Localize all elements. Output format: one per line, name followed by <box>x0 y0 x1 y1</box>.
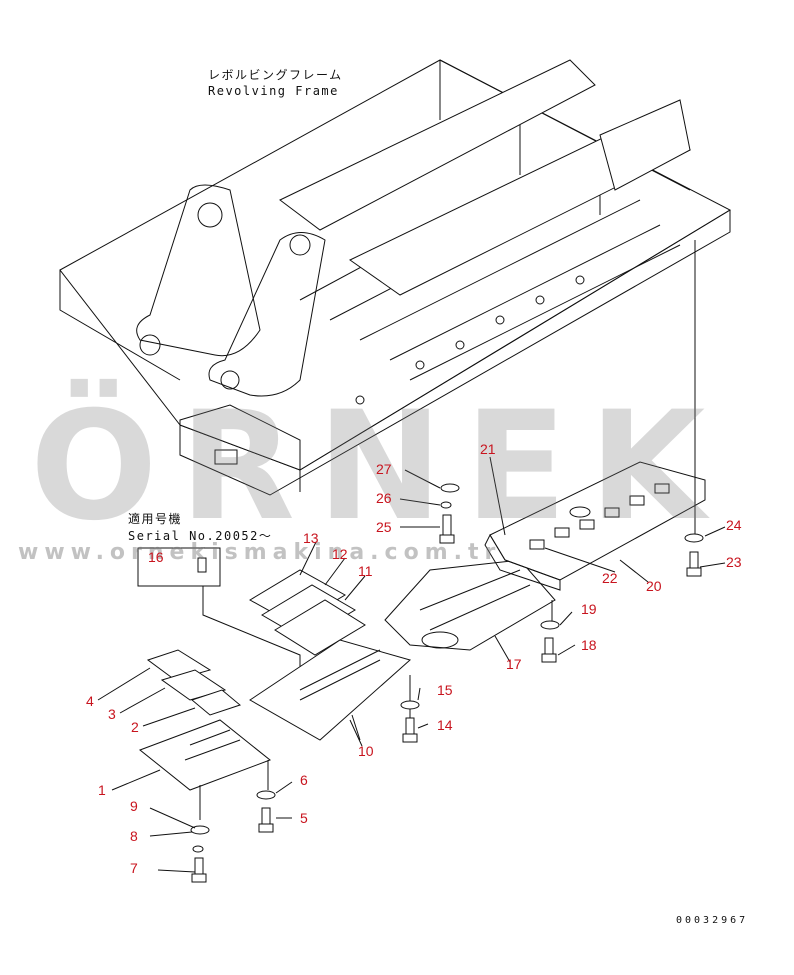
frame-title-en: Revolving Frame <box>208 84 339 98</box>
drawing-number: 00032967 <box>676 915 749 926</box>
callout-7: 7 <box>130 860 138 876</box>
callout-22: 22 <box>602 570 618 586</box>
watermark-url: www.ornekismakina.com.tr <box>18 540 502 565</box>
plate-1 <box>139 719 271 820</box>
frame-title-jp: レボルビングフレーム <box>208 68 343 82</box>
callout-21: 21 <box>480 441 496 457</box>
serial-label-jp: 適用号機 <box>128 512 183 526</box>
callout-2: 2 <box>131 719 139 735</box>
watermark-logo: ÖRNEK <box>30 380 728 554</box>
callout-11: 11 <box>358 563 373 579</box>
callout-10: 10 <box>358 743 374 759</box>
callout-19: 19 <box>581 601 597 617</box>
callout-23: 23 <box>726 554 742 570</box>
callout-4: 4 <box>86 693 94 709</box>
callout-24: 24 <box>726 517 742 533</box>
callout-13: 13 <box>303 530 319 546</box>
callout-8: 8 <box>130 828 138 844</box>
callout-9: 9 <box>130 798 138 814</box>
callout-26: 26 <box>376 490 392 506</box>
fasteners <box>190 483 704 883</box>
callout-1: 1 <box>98 782 106 798</box>
plate-17 <box>384 559 556 651</box>
callout-12: 12 <box>332 546 348 562</box>
serial-part-box <box>137 547 221 587</box>
callout-5: 5 <box>300 810 308 826</box>
callout-20: 20 <box>646 578 662 594</box>
part-16-bolt <box>197 557 207 573</box>
callout-17: 17 <box>506 656 522 672</box>
callout-16: 16 <box>148 549 164 565</box>
callout-3: 3 <box>108 706 116 722</box>
pads-2-4 <box>146 649 242 716</box>
leader-lines <box>97 456 726 873</box>
callout-18: 18 <box>581 637 597 653</box>
revolving-frame <box>59 59 732 496</box>
callout-6: 6 <box>300 772 308 788</box>
pads-11-13 <box>249 569 366 656</box>
callout-27: 27 <box>376 461 392 477</box>
callout-25: 25 <box>376 519 392 535</box>
plate-20 <box>484 240 706 591</box>
plate-10 <box>249 639 412 741</box>
serial-label-en: Serial No.20052〜 <box>128 529 273 543</box>
callout-14: 14 <box>437 717 453 733</box>
callout-15: 15 <box>437 682 453 698</box>
